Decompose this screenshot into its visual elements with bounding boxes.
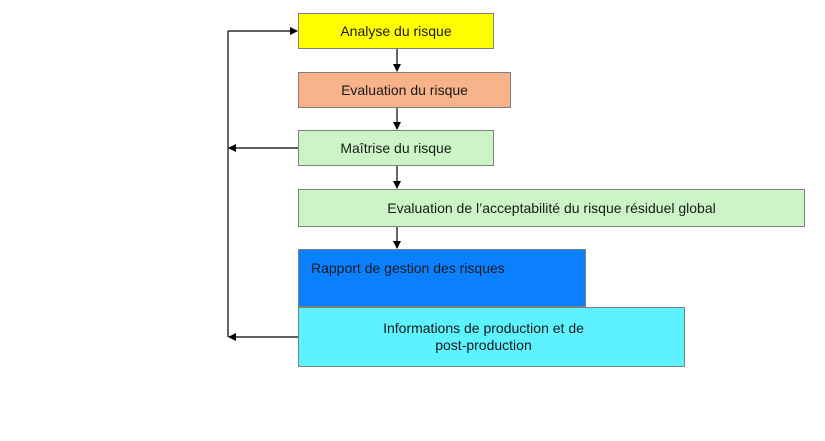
stage-analyse-du-risque: Analyse du risque	[298, 13, 494, 49]
stage-maitrise-label: Maîtrise du risque	[340, 139, 452, 156]
stage-evaluation-acceptabilite: Evaluation de l’acceptabilité du risque …	[298, 189, 805, 227]
stage-analyse-label: Analyse du risque	[340, 22, 452, 39]
stage-evaluation-du-risque: Evaluation du risque	[298, 72, 511, 108]
stage-maitrise-du-risque: Maîtrise du risque	[298, 130, 494, 166]
stage-rapport-gestion-risques: Rapport de gestion des risques	[298, 249, 586, 307]
stage-informations-label: Informations de production et de post-pr…	[383, 320, 584, 353]
stage-rapport-label: Rapport de gestion des risques	[311, 260, 505, 276]
stage-informations-production: Informations de production et de post-pr…	[298, 307, 685, 367]
stage-acceptabilite-label: Evaluation de l’acceptabilité du risque …	[387, 199, 716, 216]
stage-evaluation-label: Evaluation du risque	[341, 81, 468, 98]
